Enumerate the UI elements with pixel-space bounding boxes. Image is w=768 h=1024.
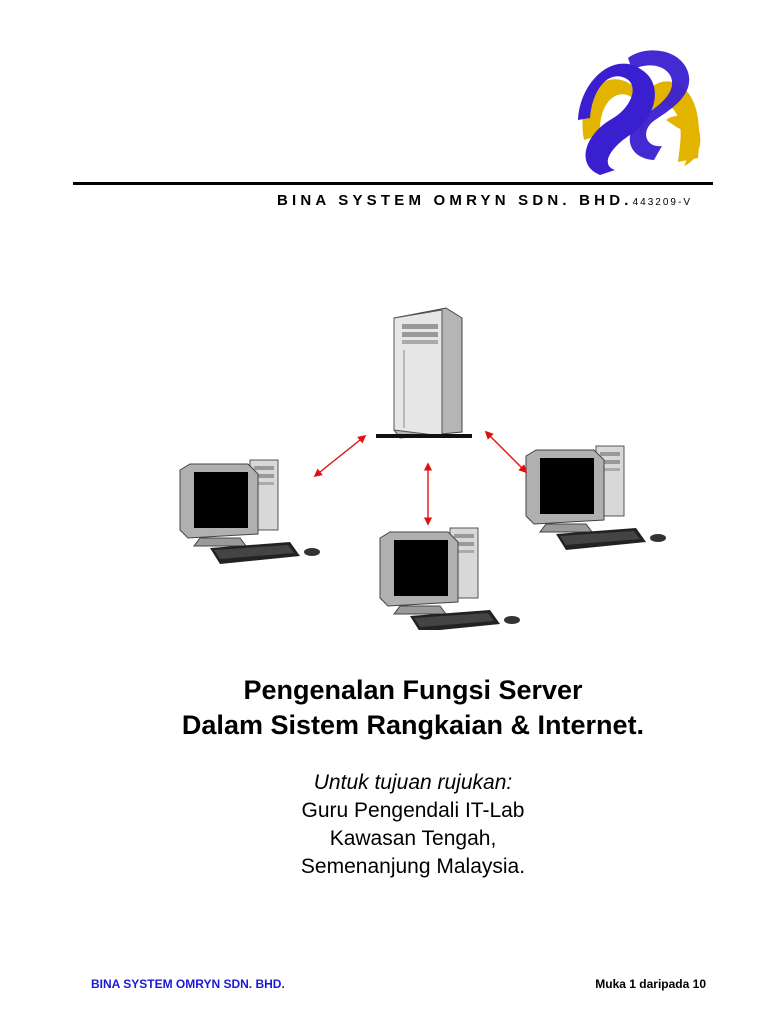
server-tower-icon <box>376 307 472 439</box>
company-header: BINA SYSTEM OMRYN SDN. BHD.443209-V <box>277 192 692 210</box>
company-name: BINA SYSTEM OMRYN SDN. BHD. <box>276 192 633 209</box>
document-audience: Untuk tujuan rujukan: Guru Pengendali IT… <box>0 769 768 881</box>
document-title: Pengenalan Fungsi Server Dalam Sistem Ra… <box>0 673 768 743</box>
company-registration: 443209-V <box>632 197 692 208</box>
arrow-server-right <box>484 430 528 474</box>
title-line-1: Pengenalan Fungsi Server <box>243 675 583 705</box>
purpose-label: Untuk tujuan rujukan: <box>313 771 513 794</box>
arrow-server-left <box>313 434 367 478</box>
title-line-2: Dalam Sistem Rangkaian & Internet. <box>181 710 645 740</box>
audience-line-2: Kawasan Tengah, <box>329 827 497 850</box>
footer-company: BINA SYSTEM OMRYN SDN. BHD. <box>91 977 285 991</box>
desktop-computer-icon <box>525 445 667 551</box>
audience-line-1: Guru Pengendali IT-Lab <box>301 799 525 822</box>
desktop-computer-icon <box>379 527 521 630</box>
audience-line-3: Semenanjung Malaysia. <box>300 855 526 878</box>
header-rule <box>73 182 713 185</box>
desktop-computer-icon <box>179 459 321 565</box>
company-logo <box>578 50 701 176</box>
network-diagram <box>179 307 667 630</box>
footer-page-number: Muka 1 daripada 10 <box>595 977 706 991</box>
